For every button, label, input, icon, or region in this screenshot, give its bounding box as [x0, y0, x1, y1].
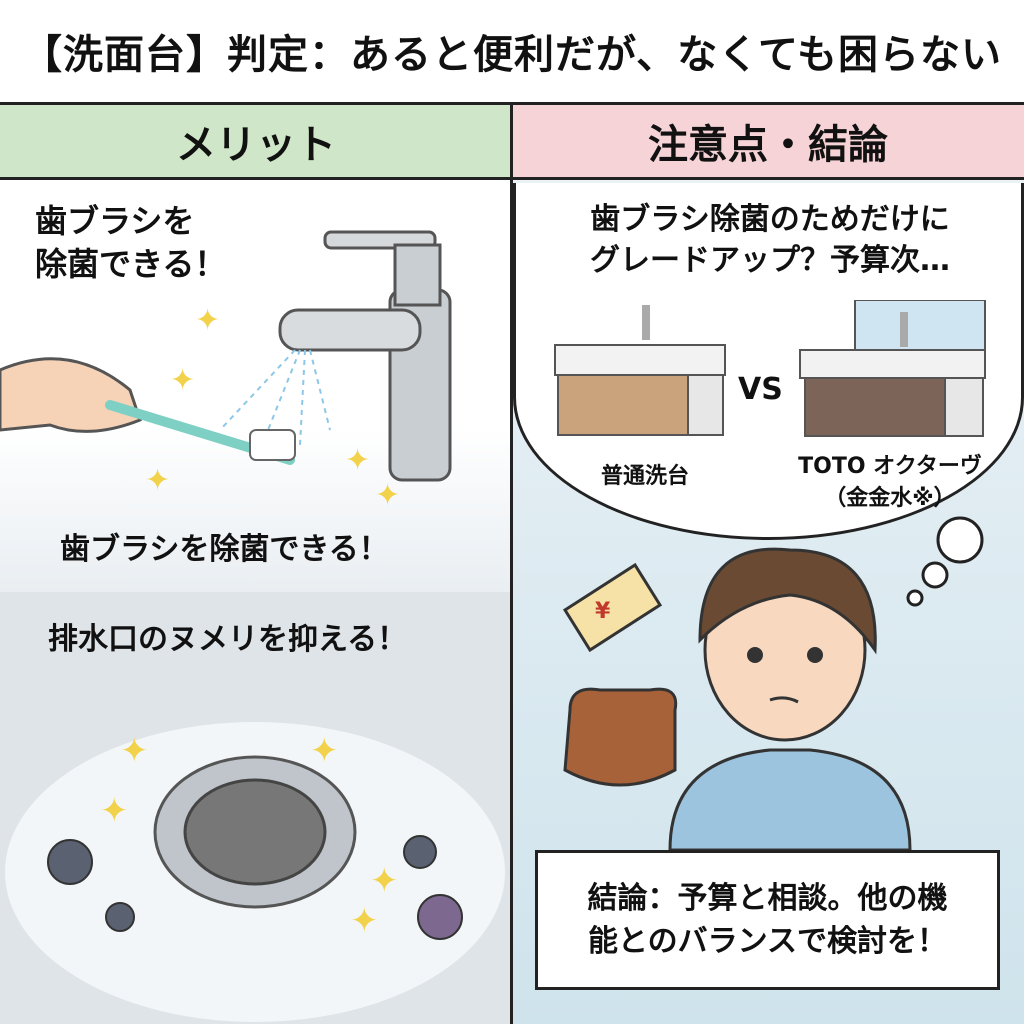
merits-header: メリット	[0, 105, 512, 180]
conclusion-line-2: 能とのバランスで検討を！	[587, 924, 948, 959]
cautions-header: 注意点・結論	[512, 105, 1024, 180]
sink-comparison-illustration	[554, 300, 986, 437]
panel-divider	[510, 105, 513, 1024]
svg-text:✦: ✦	[145, 463, 170, 498]
sink-a-label: 普通洗台	[600, 464, 689, 489]
price-tag-symbol: ¥	[595, 599, 611, 624]
svg-text:✦: ✦	[170, 363, 195, 398]
svg-text:✦: ✦	[120, 731, 149, 771]
svg-text:✦: ✦	[310, 731, 339, 771]
sink-b-name: TOTO オクターヴ	[798, 454, 982, 479]
wallet-icon	[563, 687, 678, 787]
faucet-toothbrush-illustration: ✦✦✦✦✦	[0, 230, 452, 513]
price-tag-icon	[562, 562, 663, 653]
vs-label: VS	[738, 372, 783, 407]
toothbrush-callout: 歯ブラシを 除菌できる！	[35, 202, 227, 284]
drain-illustration: ✦✦✦✦✦	[5, 722, 505, 1022]
question-text: 歯ブラシ除菌のためだけに グレードアップ？予算次…	[520, 200, 1020, 281]
drain-caption: 排水口のヌメリを抑える！	[48, 622, 408, 657]
conclusion-line-1: 結論：予算と相談。他の機	[587, 880, 948, 916]
question-line-1: 歯ブラシ除菌のためだけに	[590, 202, 950, 237]
drain-panel: 排水口のヌメリを抑える！ ✦✦✦✦✦	[0, 592, 510, 1024]
page-title: 【洗面台】判定：あると便利だが、なくても困らない	[0, 0, 1024, 105]
svg-text:✦: ✦	[350, 901, 379, 941]
svg-text:✦: ✦	[100, 791, 129, 831]
thinking-person-illustration: ¥	[562, 516, 984, 850]
toothbrush-panel: 歯ブラシを 除菌できる！ ✦✦✦✦✦ 歯ブラシを除菌できる！	[0, 180, 510, 592]
toothbrush-caption: 歯ブラシを除菌できる！	[60, 532, 389, 567]
svg-text:✦: ✦	[195, 303, 220, 338]
svg-text:✦: ✦	[370, 861, 399, 901]
conclusion-box: 結論：予算と相談。他の機 能とのバランスで検討を！	[535, 850, 1000, 990]
question-line-2: グレードアップ？予算次…	[590, 242, 950, 278]
svg-text:✦: ✦	[375, 478, 400, 513]
sink-b-note: （金金水※）	[824, 486, 956, 511]
svg-text:✦: ✦	[345, 443, 370, 478]
sink-b-label: TOTO オクターヴ （金金水※）	[770, 448, 1010, 512]
